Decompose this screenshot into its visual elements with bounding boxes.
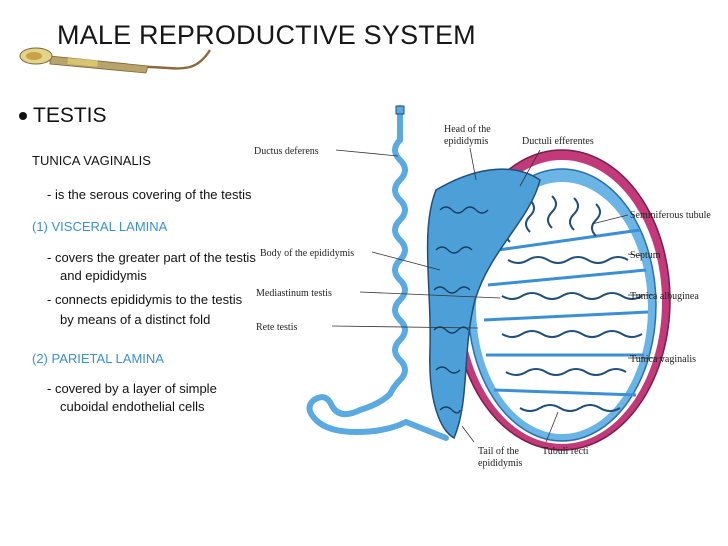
visceral-heading: (1) VISCERAL LAMINA: [32, 219, 168, 234]
label-tail-1: Tail of the: [478, 446, 520, 457]
label-tunica-vaginalis: Tunica vaginalis: [630, 354, 696, 365]
bullet-testis: TESTIS: [19, 104, 107, 128]
label-tunica-albuginea: Tunica albuginea: [630, 291, 699, 302]
parietal-line-1b: cuboidal endothelial cells: [60, 399, 205, 414]
label-seminiferous: Seminiferous tubule: [630, 210, 711, 221]
label-mediastinum: Mediastinum testis: [256, 288, 332, 299]
visceral-line-1: - covers the greater part of the testis: [47, 250, 256, 265]
label-body-epididymis: Body of the epididymis: [260, 248, 354, 259]
testis-diagram: Ductus deferens Head of the epididymis D…: [254, 105, 711, 469]
bullet-dot-icon: [19, 112, 27, 120]
tunica-heading: TUNICA VAGINALIS: [32, 153, 151, 168]
label-rete-testis: Rete testis: [256, 322, 297, 333]
visceral-line-1b: and epididymis: [60, 268, 147, 283]
bullet-label: TESTIS: [33, 104, 107, 127]
visceral-line-2b: by means of a distinct fold: [60, 312, 211, 327]
slide-title: MALE REPRODUCTIVE SYSTEM: [57, 20, 476, 50]
sperm-logo-icon: [19, 47, 212, 74]
ductus-deferens-shape: [306, 105, 449, 441]
septa: [483, 228, 649, 397]
label-septum: Septum: [630, 250, 661, 261]
label-ductus-deferens: Ductus deferens: [254, 146, 319, 157]
label-tubuli-recti: Tubuli recti: [542, 446, 589, 457]
label-head-epididymis-2: epididymis: [444, 136, 489, 147]
label-tail-2: epididymis: [478, 458, 523, 469]
tunica-desc: - is the serous covering of the testis: [47, 187, 252, 202]
epididymis-shape: [426, 168, 541, 440]
visceral-line-2: - connects epididymis to the testis: [47, 292, 243, 307]
label-head-epididymis-1: Head of the: [444, 124, 491, 135]
seminiferous-tubules: [501, 195, 643, 412]
label-ductuli-efferentes: Ductuli efferentes: [522, 136, 594, 147]
parietal-line-1: - covered by a layer of simple: [47, 381, 217, 396]
parietal-heading: (2) PARIETAL LAMINA: [32, 351, 164, 366]
